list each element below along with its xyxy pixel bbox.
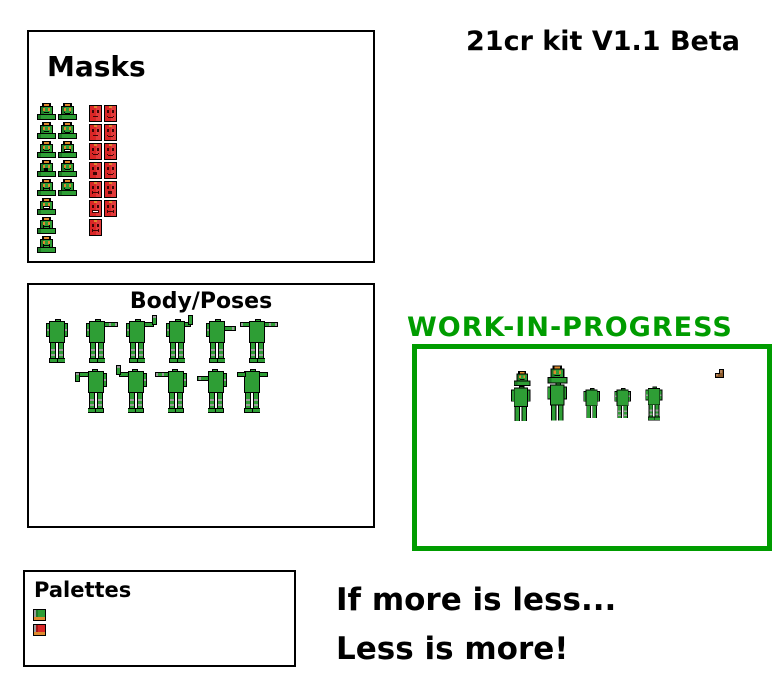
red-mask-sprite <box>104 181 117 198</box>
body-pose-sprite-bent <box>159 315 199 365</box>
red-mask-sprite-row <box>89 181 117 198</box>
green-mask-sprite <box>37 160 56 177</box>
body-pose-sprite-down <box>39 315 79 365</box>
work-in-progress-box <box>412 344 772 551</box>
green-mask-sprite-row <box>37 160 77 177</box>
green-mask-sprite <box>58 122 77 139</box>
red-mask-sprite-row <box>89 162 117 179</box>
red-mask-sprite <box>104 124 117 141</box>
tagline-line2: Less is more! <box>336 631 569 667</box>
body-pose-sprite-wave <box>119 315 159 365</box>
red-mask-grid <box>89 105 117 236</box>
green-palette-swatch <box>33 609 46 621</box>
work-in-progress-label: WORK-IN-PROGRESS <box>407 312 733 343</box>
green-mask-sprite <box>37 141 56 158</box>
boot-icon <box>715 369 726 378</box>
red-mask-sprite <box>104 200 117 217</box>
palettes-panel-label: Palettes <box>34 578 132 602</box>
masks-panel: Masks <box>27 30 375 263</box>
green-mask-sprite <box>37 217 56 234</box>
body-poses-panel: Body/Poses <box>27 283 375 528</box>
wip-figure-masked-small <box>505 371 540 427</box>
red-mask-sprite <box>104 105 117 122</box>
green-mask-grid <box>37 103 77 253</box>
red-mask-sprite <box>89 124 102 141</box>
green-mask-sprite <box>37 103 56 120</box>
red-mask-sprite-row <box>89 105 117 122</box>
green-mask-sprite-row <box>37 122 77 139</box>
red-mask-sprite <box>89 105 102 122</box>
wip-figure-jointed <box>609 379 639 427</box>
red-mask-sprite <box>89 143 102 160</box>
red-mask-sprite-row <box>89 143 117 160</box>
green-mask-sprite-row <box>37 179 77 196</box>
green-mask-sprite <box>37 179 56 196</box>
body-pose-sprite-spread <box>234 365 274 415</box>
tagline: If more is less... Less is more! <box>336 576 616 674</box>
body-pose-sprite-out-l <box>154 365 194 415</box>
wip-figure-booted <box>640 377 671 427</box>
body-pose-row <box>74 365 274 415</box>
tagline-line1: If more is less... <box>336 582 617 618</box>
green-mask-sprite <box>58 141 77 158</box>
red-mask-sprite-row <box>89 219 117 236</box>
red-mask-sprite <box>89 181 102 198</box>
green-mask-sprite-row <box>37 141 77 158</box>
green-mask-sprite <box>58 103 77 120</box>
red-mask-sprite <box>89 219 102 236</box>
green-mask-sprite-row <box>37 103 77 120</box>
red-mask-sprite <box>104 143 117 160</box>
green-mask-sprite <box>58 179 77 196</box>
kit-title: 21cr kit V1.1 Beta <box>466 26 740 57</box>
red-mask-sprite <box>104 162 117 179</box>
body-pose-row <box>39 315 279 365</box>
red-mask-sprite-row <box>89 200 117 217</box>
green-mask-sprite <box>37 198 56 215</box>
palettes-panel: Palettes <box>23 570 296 667</box>
green-mask-sprite-row <box>37 236 77 253</box>
green-mask-sprite <box>58 160 77 177</box>
body-pose-sprite-tpose <box>239 315 279 365</box>
green-mask-sprite <box>37 236 56 253</box>
body-pose-sprite-out <box>79 315 119 365</box>
green-mask-sprite-row <box>37 198 77 215</box>
body-pose-sprite-point <box>199 315 239 365</box>
red-mask-sprite-row <box>89 124 117 141</box>
body-pose-sprite-point-l <box>194 365 234 415</box>
body-pose-sprite-wave-l <box>114 365 154 415</box>
green-mask-sprite <box>37 122 56 139</box>
masks-panel-label: Masks <box>47 50 146 83</box>
wip-figures-row <box>505 365 671 427</box>
palette-list <box>33 609 46 636</box>
wip-figure-masked-tall <box>541 365 577 427</box>
body-pose-sprite-out-drop <box>74 365 114 415</box>
green-mask-sprite-row <box>37 217 77 234</box>
red-mask-sprite <box>89 200 102 217</box>
red-mask-sprite <box>89 162 102 179</box>
wip-figure-plain <box>578 379 608 427</box>
red-palette-swatch <box>33 624 46 636</box>
body-poses-panel-label: Body/Poses <box>129 289 273 314</box>
